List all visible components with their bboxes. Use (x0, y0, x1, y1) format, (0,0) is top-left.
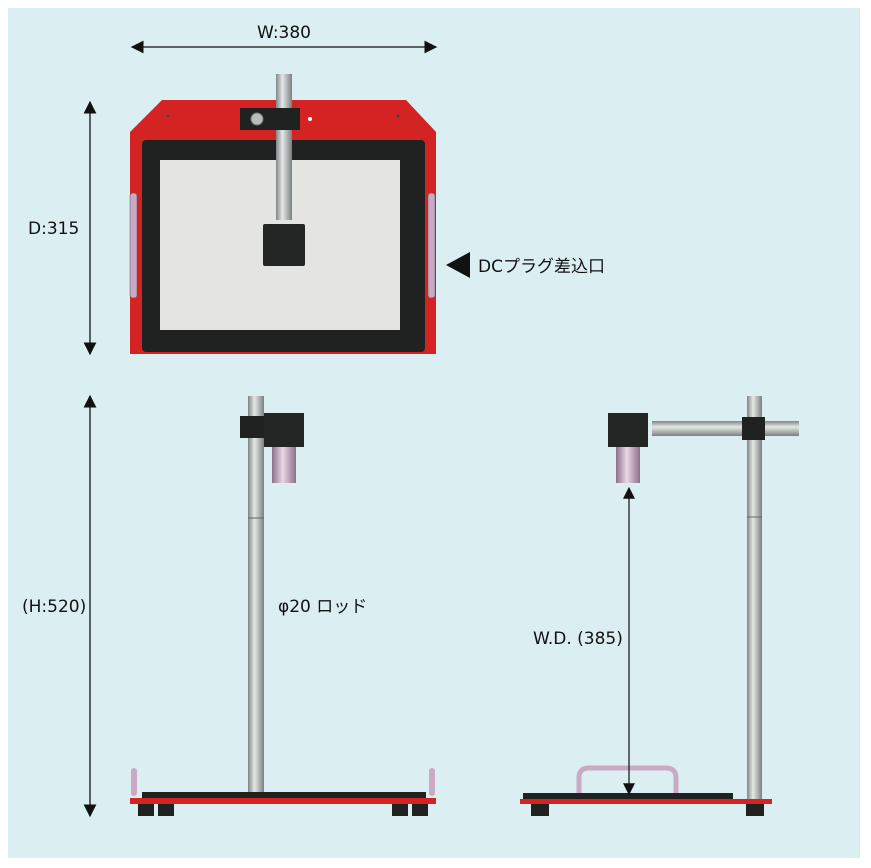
side-base-plate (520, 799, 772, 804)
foot (158, 804, 174, 816)
side-arm (652, 421, 799, 436)
screw-hole (308, 117, 312, 121)
side-frame (523, 793, 733, 799)
foot (138, 804, 154, 816)
foot (412, 804, 428, 816)
dc-plug-label: DCプラグ差込口 (478, 257, 605, 277)
front-clamp (240, 416, 264, 438)
front-handle-right (429, 768, 435, 796)
front-base-plate (130, 798, 436, 804)
screw-hole (396, 114, 400, 118)
top-rod (276, 74, 292, 220)
dc-plug-pointer-icon (446, 252, 470, 278)
side-clamp (742, 417, 765, 440)
rod-label: φ20 ロッド (278, 597, 367, 617)
front-rod (248, 396, 264, 794)
front-handle-left (131, 768, 137, 796)
height-label: (H:520) (22, 597, 86, 617)
foot (392, 804, 408, 816)
depth-label: D:315 (28, 219, 79, 239)
top-view (129, 74, 436, 354)
side-lens (616, 447, 640, 483)
side-rod (747, 396, 762, 800)
top-clamp (240, 108, 300, 130)
foot (746, 804, 764, 816)
foot (531, 804, 549, 816)
right-handle (427, 192, 436, 299)
clamp-knob (250, 112, 264, 126)
side-camera (608, 413, 648, 447)
width-label: W:380 (257, 23, 311, 43)
left-handle (129, 192, 138, 299)
front-camera (264, 413, 304, 447)
front-view (130, 396, 436, 816)
front-frame (142, 792, 426, 798)
screw-hole (166, 114, 170, 118)
working-distance-label: W.D. (385) (533, 629, 623, 649)
front-lens (272, 447, 296, 483)
top-camera (263, 224, 305, 266)
